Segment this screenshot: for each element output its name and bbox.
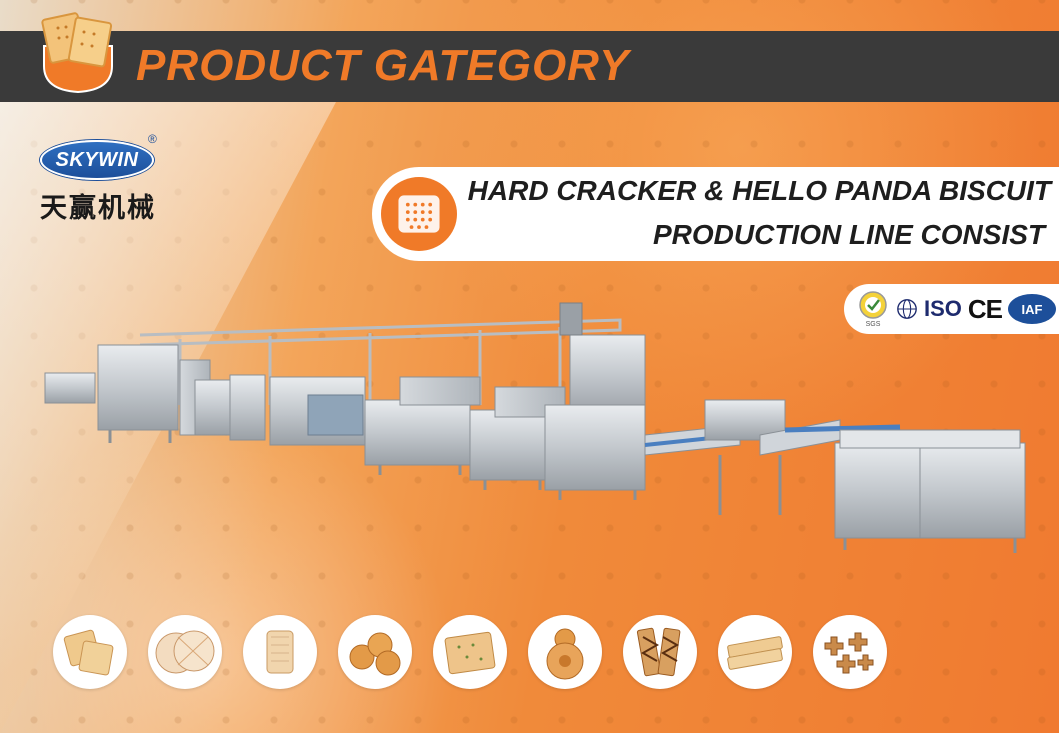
- logo-oval: SKYWIN: [40, 140, 154, 180]
- product-thumbnail-round-biscuits: [338, 615, 412, 689]
- product-thumbnail-chocolate-drizzle-biscuit: [623, 615, 697, 689]
- product-thumbnail-cross-shaped-biscuits: [813, 615, 887, 689]
- product-thumbnail-round-lattice-biscuit: [148, 615, 222, 689]
- top-banner: [0, 31, 1059, 102]
- product-thumbnail-long-crackers: [718, 615, 792, 689]
- certification-strip: SGS ISO CE IAF: [844, 284, 1059, 334]
- page-title: PRODUCT GATEGORY: [136, 41, 630, 90]
- product-thumbnail-square-cracker: [53, 615, 127, 689]
- iso-certification-icon: ISO: [924, 296, 962, 321]
- brand-logo: SKYWIN ® 天赢机械: [40, 132, 160, 224]
- product-thumbnail-herb-cracker: [433, 615, 507, 689]
- logo-chinese-name: 天赢机械: [40, 193, 156, 224]
- iaf-certification-icon: IAF: [1008, 294, 1057, 324]
- ce-certification-icon: CE: [967, 293, 1003, 324]
- biscuit-icon: [381, 177, 457, 251]
- sgs-label: SGS: [865, 321, 881, 328]
- cracker-biscuit-icon: [38, 6, 118, 94]
- product-thumbnail-filled-pastry: [243, 615, 317, 689]
- product-thumbnail-row: [53, 615, 903, 689]
- headline-panel: HARD CRACKER & HELLO PANDA BISCUIT PRODU…: [372, 167, 1059, 261]
- headline-line-2: PRODUCTION LINE CONSIST: [652, 219, 1045, 250]
- sgs-certification-icon: SGS: [856, 289, 890, 329]
- product-thumbnail-flower-biscuit: [528, 615, 602, 689]
- logo-text: SKYWIN: [55, 148, 139, 171]
- registered-mark: ®: [148, 132, 157, 146]
- production-line-illustration: [40, 295, 1030, 560]
- headline-line-1: HARD CRACKER & HELLO PANDA BISCUIT: [467, 175, 1051, 206]
- globe-icon: [896, 298, 918, 320]
